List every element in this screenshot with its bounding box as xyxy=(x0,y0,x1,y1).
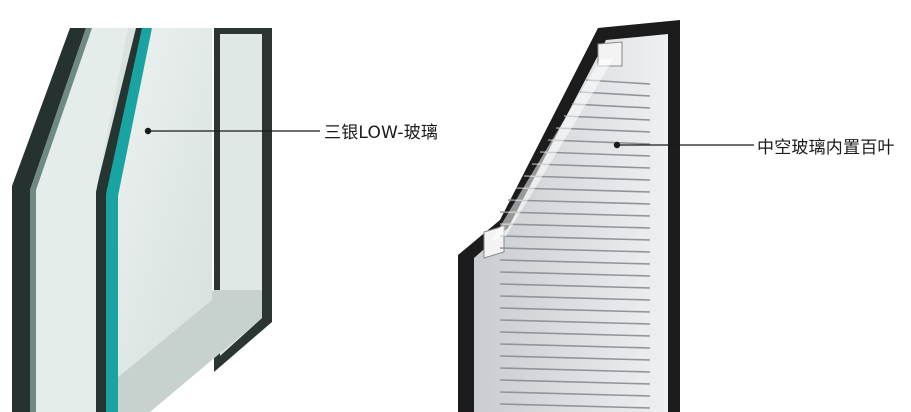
blinds-glass-label: 中空玻璃内置百叶 xyxy=(757,138,895,158)
spacer-teal xyxy=(106,28,152,412)
blind-unit-interior xyxy=(474,34,668,412)
front-pane-edge-highlight xyxy=(30,28,92,412)
blind-glass-reflection xyxy=(492,58,614,240)
back-pane-glass xyxy=(220,34,262,356)
low-e-glass-label: 三银LOW-玻璃 xyxy=(324,123,439,143)
front-pane-edge xyxy=(12,28,86,412)
back-pane-sill xyxy=(118,290,262,412)
blind-slats xyxy=(499,79,651,409)
blinds-glass-illustration xyxy=(458,20,754,412)
low-e-glass-illustration xyxy=(12,28,320,412)
